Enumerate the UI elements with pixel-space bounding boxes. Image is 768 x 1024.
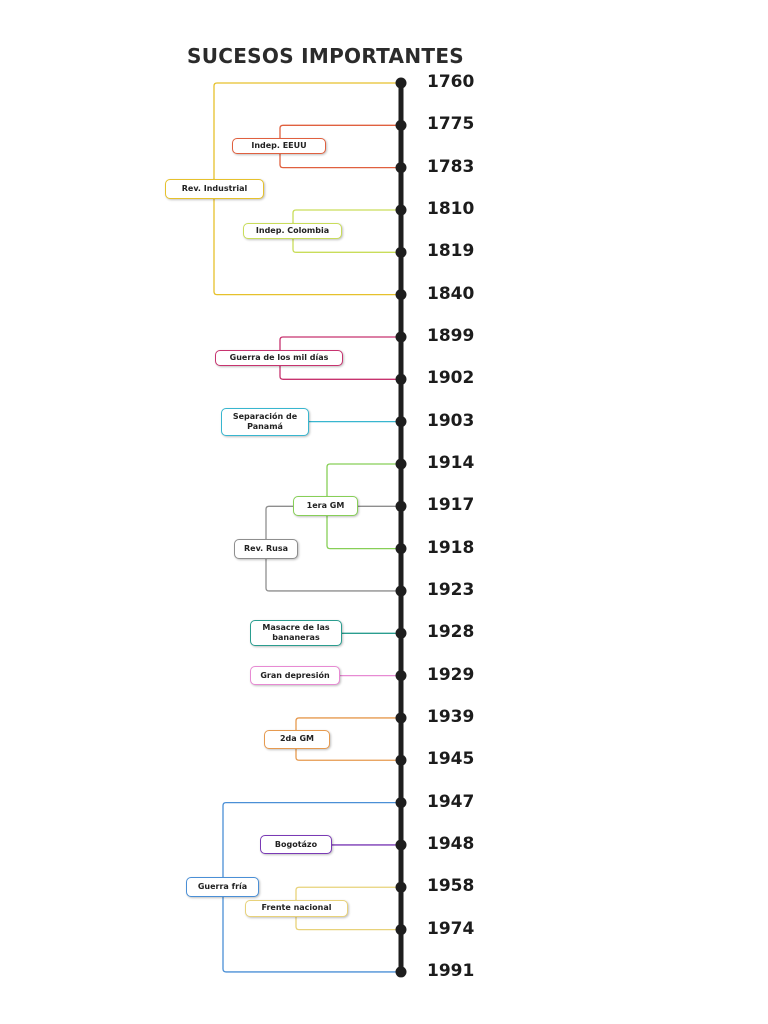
timeline-title: SUCESOS IMPORTANTES — [187, 44, 464, 68]
year-label: 1810 — [427, 198, 475, 219]
timeline-dot — [395, 839, 407, 851]
timeline-dot — [395, 331, 407, 343]
timeline-dot — [395, 585, 407, 597]
timeline-dot — [395, 246, 407, 258]
timeline-dot — [395, 966, 407, 978]
event-box: Masacre de las bananeras — [250, 620, 342, 647]
timeline-dot — [395, 881, 407, 893]
year-label: 1783 — [427, 156, 475, 177]
year-label: 1903 — [427, 410, 475, 431]
event-box: 1era GM — [293, 496, 358, 517]
year-label: 1974 — [427, 918, 475, 939]
event-box: Guerra fría — [186, 877, 259, 898]
event-box: Indep. Colombia — [243, 223, 342, 240]
year-label: 1775 — [427, 114, 475, 135]
timeline-dot — [395, 500, 407, 512]
year-label: 1958 — [427, 876, 475, 897]
year-label: 1939 — [427, 706, 475, 727]
timeline-dot — [395, 797, 407, 809]
event-box: Rev. Industrial — [165, 178, 264, 199]
timeline-dot — [395, 670, 407, 682]
event-box: Separación de Panamá — [221, 407, 309, 436]
timeline-dot — [395, 119, 407, 131]
timeline-dot — [395, 416, 407, 428]
timeline-dot — [395, 712, 407, 724]
year-label: 1928 — [427, 622, 475, 643]
timeline-dot — [395, 754, 407, 766]
event-box: Guerra de los mil días — [215, 350, 343, 367]
timeline-dot — [395, 77, 407, 89]
timeline-dot — [395, 458, 407, 470]
year-label: 1914 — [427, 452, 475, 473]
year-label: 1991 — [427, 960, 475, 981]
timeline-dot — [395, 204, 407, 216]
year-label: 1899 — [427, 325, 475, 346]
event-box: Bogotázo — [260, 835, 332, 855]
timeline-dot — [395, 924, 407, 936]
timeline-dot — [395, 162, 407, 174]
year-label: 1840 — [427, 283, 475, 304]
year-label: 1760 — [427, 72, 475, 92]
event-box: Frente nacional — [245, 899, 348, 917]
year-label: 1923 — [427, 579, 475, 600]
event-box: Gran depresión — [250, 666, 340, 686]
timeline-dot — [395, 543, 407, 555]
year-label: 1948 — [427, 833, 475, 854]
event-box: Rev. Rusa — [234, 538, 298, 559]
year-label: 1819 — [427, 241, 475, 262]
timeline-dot — [395, 289, 407, 301]
timeline-dot — [395, 627, 407, 639]
timeline-dots — [395, 77, 407, 978]
year-label: 1918 — [427, 537, 475, 558]
year-label: 1945 — [427, 749, 475, 770]
year-label: 1902 — [427, 368, 475, 389]
event-box: Indep. EEUU — [232, 138, 326, 155]
timeline-dot — [395, 373, 407, 385]
year-label: 1917 — [427, 495, 475, 516]
event-box: 2da GM — [264, 729, 330, 749]
year-label: 1929 — [427, 664, 475, 685]
year-label: 1947 — [427, 791, 475, 812]
